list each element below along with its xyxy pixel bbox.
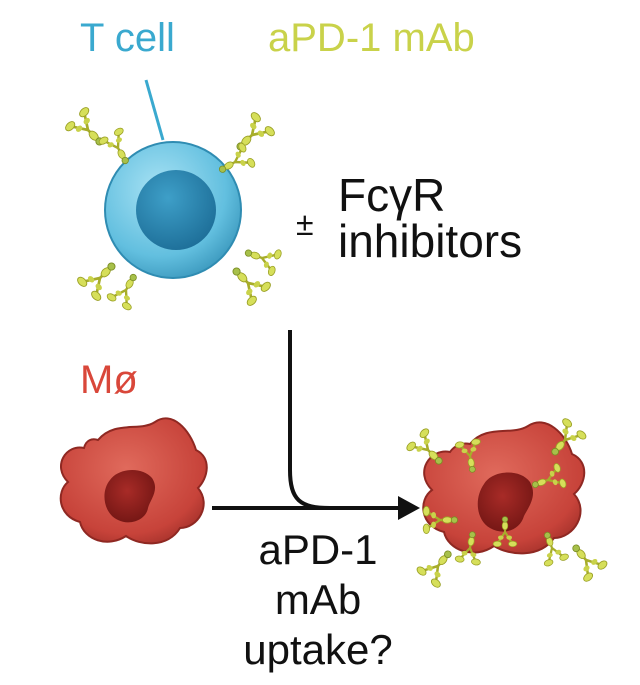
apd1-mab-label: aPD-1 mAb <box>268 16 475 60</box>
macrophage-right <box>403 415 610 591</box>
uptake-question-label: aPD-1 mAb uptake? <box>222 525 414 675</box>
t-cell-label: T cell <box>80 16 175 60</box>
antibody-icon <box>561 535 610 585</box>
macrophage-label: Mø <box>80 358 138 402</box>
macrophage-nucleus <box>104 469 156 523</box>
macrophage-left <box>59 417 208 545</box>
t-cell <box>104 141 242 279</box>
arrow-head-icon <box>398 496 420 520</box>
antibody-icon <box>239 238 284 278</box>
uptake-line-2: mAb <box>274 576 362 623</box>
fcgr-line-2: inhibitors <box>338 215 523 267</box>
t-cell-pointer-line <box>144 79 165 141</box>
flow-arrows <box>212 330 420 520</box>
antibody-icon <box>414 541 463 591</box>
plus-minus-sign: ± <box>296 206 314 242</box>
t-cell-nucleus <box>136 170 216 250</box>
macrophage-nucleus <box>477 472 534 532</box>
antibody-icon <box>104 266 148 313</box>
antibody-icon <box>225 109 278 162</box>
uptake-line-3: uptake? <box>243 626 393 673</box>
fcgr-line-1: FcγR <box>338 169 446 221</box>
curved-arrow-line <box>288 330 405 510</box>
fcgr-inhibitors-label: FcγR inhibitors <box>338 172 522 264</box>
antibody-icon <box>62 104 115 157</box>
uptake-line-1: aPD-1 <box>258 526 378 573</box>
